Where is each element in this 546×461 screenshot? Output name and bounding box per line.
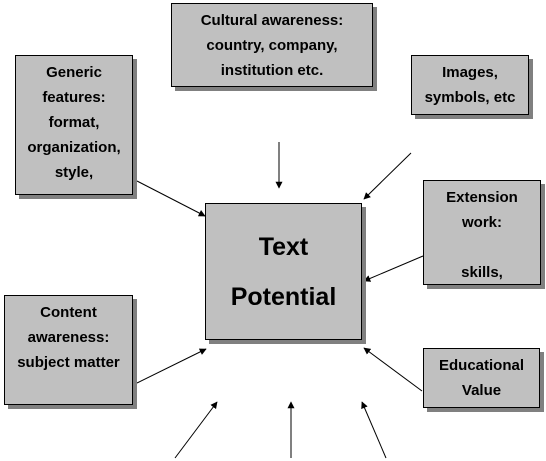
arrow-bottom-left [174, 401, 218, 459]
arrow-generic [136, 180, 206, 217]
cultural-awareness-text: Cultural awareness: country, company, in… [200, 12, 344, 79]
arrow-extension [363, 255, 424, 282]
educational-value-box: Educational Value [423, 348, 540, 408]
arrow-educational [363, 347, 423, 392]
extension-work-box: Extension work: skills, [423, 180, 541, 285]
content-awareness-box: Content awareness: subject matter [4, 295, 133, 405]
text-potential-box: Text Potential [205, 203, 362, 340]
generic-features-text: Generic features: format, organization, … [27, 64, 121, 181]
educational-value-text: Educational Value [438, 357, 524, 399]
cultural-awareness-box: Cultural awareness: country, company, in… [171, 3, 373, 87]
generic-features-box: Generic features: format, organization, … [15, 55, 133, 195]
arrow-images [363, 152, 412, 200]
images-symbols-box: Images, symbols, etc [411, 55, 529, 115]
text-potential-title: Text Potential [230, 232, 337, 311]
arrow-content [136, 348, 207, 384]
content-awareness-text: Content awareness: subject matter [17, 304, 120, 371]
images-symbols-text: Images, symbols, etc [424, 64, 516, 106]
arrow-bottom-right [361, 401, 387, 459]
extension-work-text: Extension work: skills, [446, 189, 518, 281]
